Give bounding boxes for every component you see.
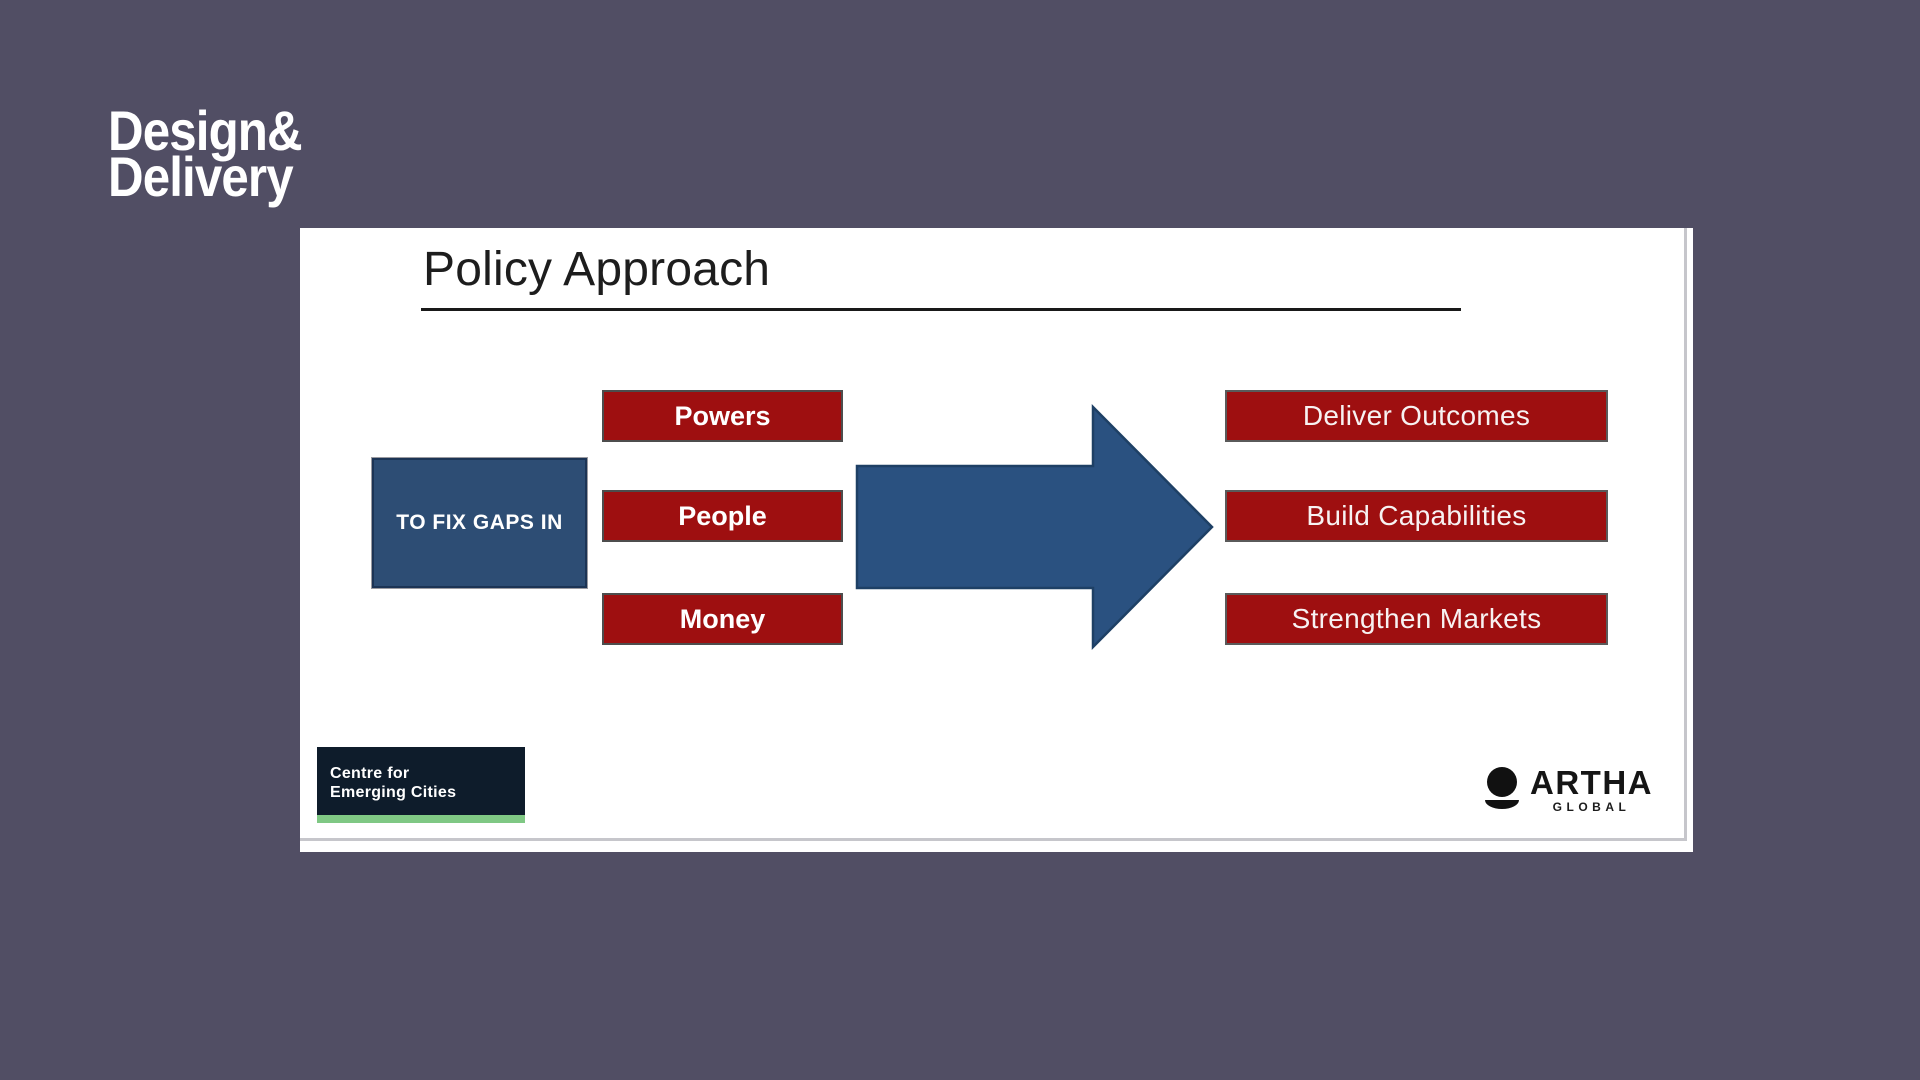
gap-box-money: Money	[602, 593, 843, 645]
gap-label-money: Money	[679, 603, 766, 634]
cec-logo-line2: Emerging Cities	[330, 784, 457, 801]
artha-logo-text: ARTHA GLOBAL	[1530, 764, 1653, 814]
right-arrow-icon	[855, 403, 1215, 651]
outcome-box-build-capabilities: Build Capabilities	[1225, 490, 1608, 542]
artha-logo-name: ARTHA	[1530, 764, 1653, 801]
artha-global-logo: ARTHA GLOBAL	[1485, 764, 1653, 816]
centre-for-emerging-cities-logo: Centre for Emerging Cities	[317, 747, 525, 823]
outcome-box-deliver-outcomes: Deliver Outcomes	[1225, 390, 1608, 442]
deck-title-line1: Design&	[108, 99, 303, 162]
artha-logo-subtitle: GLOBAL	[1552, 800, 1631, 814]
gap-box-powers: Powers	[602, 390, 843, 442]
slide-viewer: Policy Approach TO FIX GAPS IN Powers Pe…	[300, 228, 1693, 852]
gap-label-powers: Powers	[674, 400, 771, 431]
deck-title-line2: Delivery	[108, 145, 294, 208]
outcome-label-deliver-outcomes: Deliver Outcomes	[1302, 400, 1531, 431]
outcome-box-strengthen-markets: Strengthen Markets	[1225, 593, 1608, 645]
slide-title: Policy Approach	[423, 243, 771, 296]
title-underline	[421, 308, 1461, 311]
outcome-label-strengthen-markets: Strengthen Markets	[1291, 603, 1542, 634]
gap-label-people: People	[678, 500, 767, 531]
artha-globe-icon	[1485, 767, 1519, 816]
cec-logo-line1: Centre for	[330, 765, 410, 782]
fix-gaps-label: TO FIX GAPS IN	[396, 511, 563, 534]
cec-logo-green-bar	[317, 815, 525, 823]
cec-logo-text: Centre for Emerging Cities	[317, 747, 525, 815]
fix-gaps-box: TO FIX GAPS IN	[372, 458, 587, 588]
slide-canvas: Policy Approach TO FIX GAPS IN Powers Pe…	[300, 228, 1687, 841]
gap-box-people: People	[602, 490, 843, 542]
outcome-label-build-capabilities: Build Capabilities	[1306, 500, 1527, 531]
deck-title: Design& Delivery	[108, 99, 303, 208]
